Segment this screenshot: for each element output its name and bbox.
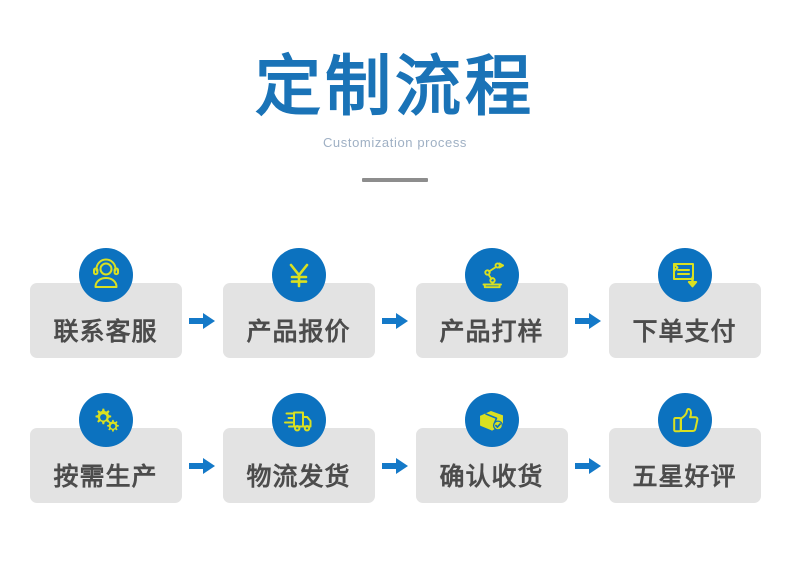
step-label: 联系客服 [53,317,158,346]
step-label: 下单支付 [632,317,737,346]
process-step-product-prototype[interactable]: 产品打样 [415,248,568,358]
page-header: 定制流程 Customization process [0,0,790,183]
process-step-product-quote[interactable]: 产品报价 [222,248,375,358]
arrow-right-icon [575,457,601,474]
flow-arrow [182,393,223,503]
gears-icon [78,393,133,447]
arrow-right-icon [189,457,215,474]
step-card: 物流发货 [222,428,375,503]
process-step-place-order-pay[interactable]: 下单支付 [608,248,761,358]
page-title: 定制流程 [255,48,535,125]
arrow-right-icon [575,312,601,329]
process-step-confirm-receipt[interactable]: 确认收货 [415,393,568,503]
flow-arrow [568,248,609,358]
arrow-right-icon [189,312,215,329]
process-step-five-star-review[interactable]: 五星好评 [608,393,761,503]
process-step-contact-service[interactable]: 联系客服 [29,248,182,358]
process-row-2: 按需生产 [0,393,790,503]
step-label: 物流发货 [246,462,351,491]
process-step-on-demand-production[interactable]: 按需生产 [29,393,182,503]
page-subtitle: Customization process [322,135,468,151]
arrow-right-icon [382,312,408,329]
step-card: 产品报价 [222,283,375,358]
flow-arrow [182,248,223,358]
package-check-icon [464,393,519,447]
step-label: 确认收货 [439,462,544,491]
process-step-logistics-shipping[interactable]: 物流发货 [222,393,375,503]
flow-arrow [375,393,416,503]
thumbs-up-icon [657,393,712,447]
step-label: 产品打样 [439,317,544,346]
robot-arm-icon [464,248,519,302]
step-card: 五星好评 [608,428,761,503]
headset-support-icon [78,248,133,302]
yuan-currency-icon [271,248,326,302]
delivery-truck-icon [271,393,326,447]
flow-arrow [568,393,609,503]
header-divider [362,178,428,183]
step-label: 五星好评 [632,462,737,491]
step-label: 产品报价 [246,317,351,346]
flow-arrow [375,248,416,358]
step-label: 按需生产 [53,462,158,491]
arrow-right-icon [382,457,408,474]
process-row-1: 联系客服 [0,248,790,358]
document-download-icon [657,248,712,302]
